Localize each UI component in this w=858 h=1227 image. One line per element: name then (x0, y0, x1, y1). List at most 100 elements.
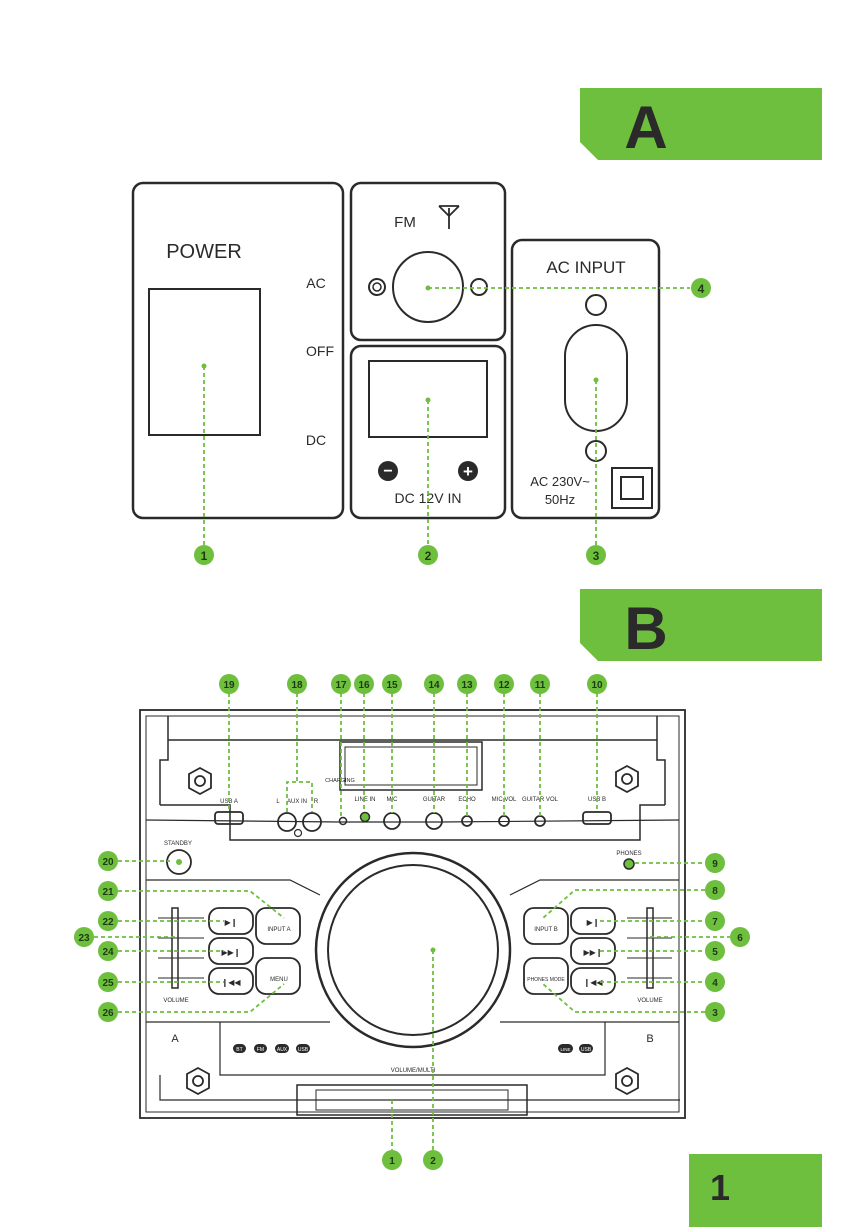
usb-icon (296, 1044, 310, 1053)
svg-text:18: 18 (291, 680, 303, 691)
svg-text:2: 2 (425, 549, 432, 563)
svg-text:INPUT B: INPUT B (534, 927, 558, 933)
switch-dc-label: DC (306, 432, 326, 448)
standby-button[interactable] (166, 849, 192, 875)
panel-b-callouts-bottom: 1 2 (382, 1150, 443, 1170)
svg-text:9: 9 (712, 859, 718, 870)
svg-text:13: 13 (461, 680, 473, 691)
svg-text:24: 24 (102, 947, 114, 958)
prev-button-b[interactable] (570, 967, 616, 995)
ac-input-panel: AC INPUT AC 230V~ 50Hz (510, 238, 661, 520)
top-controls: USB A L AUX IN R CHARGING LINE IN MIC GU… (214, 778, 612, 838)
svg-text:26: 26 (102, 1008, 114, 1019)
section-a-label: A (624, 94, 667, 161)
svg-text:VOLUME: VOLUME (163, 998, 188, 1004)
volume-slider-right[interactable] (646, 907, 654, 989)
usb-icon (579, 1044, 593, 1053)
svg-text:25: 25 (102, 978, 114, 989)
svg-text:20: 20 (102, 857, 114, 868)
svg-text:STANDBY: STANDBY (164, 841, 192, 847)
svg-text:MENU: MENU (270, 977, 288, 983)
play-pause-icon: ▶❙ (225, 918, 238, 927)
speaker-body (139, 709, 686, 1119)
panel-b-leaders (94, 693, 730, 1150)
svg-text:PHONES MODE: PHONES MODE (527, 977, 565, 983)
aux-in-right-jack[interactable] (302, 812, 322, 832)
source-indicators-right: LINE USB (558, 1044, 593, 1053)
phones-jack[interactable] (623, 858, 635, 870)
usb-a-port[interactable] (214, 811, 244, 825)
volume-multi-knob[interactable] (314, 851, 512, 1049)
switch-off-label: OFF (306, 343, 334, 359)
svg-text:15: 15 (386, 680, 398, 691)
menu-button[interactable] (255, 957, 301, 995)
page-number-tab: 1 (689, 1154, 822, 1227)
svg-text:22: 22 (102, 917, 114, 928)
panel-a-callouts: 1 2 3 4 (194, 278, 711, 565)
charging-led (338, 816, 348, 826)
ac-rating-line1: AC 230V~ (530, 474, 590, 489)
svg-text:−: − (383, 463, 392, 480)
volume-slider-left[interactable] (171, 907, 179, 989)
panel-a-leaders (201, 285, 690, 545)
svg-text:LINE IN: LINE IN (354, 797, 375, 803)
phones-mode-button[interactable] (523, 957, 569, 995)
power-title: POWER (166, 241, 242, 263)
dc-in-panel: − + DC 12V IN (349, 344, 507, 520)
svg-text:AUX IN: AUX IN (287, 799, 307, 805)
svg-text:VOLUME: VOLUME (637, 998, 662, 1004)
double-insulation-icon (611, 467, 653, 509)
svg-text:FM: FM (257, 1047, 264, 1053)
svg-text:CHARGING: CHARGING (325, 778, 355, 784)
svg-text:12: 12 (498, 680, 510, 691)
svg-text:PHONES: PHONES (616, 851, 641, 857)
antenna-icon (438, 205, 460, 229)
svg-text:VOLUME/MULTI: VOLUME/MULTI (391, 1068, 436, 1074)
svg-text:1: 1 (389, 1156, 395, 1167)
echo-knob[interactable] (461, 815, 473, 827)
switch-ac-label: AC (306, 275, 325, 291)
ac-input-title: AC INPUT (546, 258, 625, 277)
bluetooth-icon (233, 1044, 246, 1053)
svg-text:AUX: AUX (277, 1047, 288, 1053)
input-a-button[interactable] (255, 907, 301, 945)
fm-antenna-jack[interactable] (392, 251, 464, 323)
fm-icon (254, 1044, 267, 1053)
play-pause-icon: ▶❙ (587, 918, 600, 927)
section-a-tab: A (580, 88, 822, 161)
svg-text:USB: USB (581, 1047, 592, 1053)
usb-b-port[interactable] (582, 811, 612, 825)
svg-text:BT: BT (236, 1047, 242, 1053)
section-b-tab: B (580, 589, 822, 662)
input-b-button[interactable] (523, 907, 569, 945)
aux-in-left-jack[interactable] (277, 812, 297, 832)
panel-b-callouts-right: 9 8 7 6 5 4 3 (705, 853, 750, 1022)
power-switch[interactable] (148, 288, 261, 436)
side-a-label: A (171, 1033, 179, 1045)
svg-text:4: 4 (698, 282, 705, 296)
line-icon (558, 1044, 573, 1053)
fm-label: FM (394, 214, 416, 231)
svg-text:16: 16 (358, 680, 370, 691)
prev-icon: ❙◀◀ (221, 978, 241, 987)
power-panel: POWER AC OFF DC (131, 181, 345, 520)
aux-icon (275, 1044, 289, 1053)
svg-text:21: 21 (102, 887, 114, 898)
prev-button-a[interactable] (208, 967, 254, 995)
svg-text:11: 11 (535, 680, 546, 691)
svg-text:4: 4 (712, 978, 718, 989)
svg-text:1: 1 (201, 549, 208, 563)
mic-jack[interactable] (383, 812, 401, 830)
svg-text:3: 3 (593, 549, 600, 563)
svg-text:19: 19 (223, 680, 235, 691)
line-in-jack[interactable] (359, 811, 371, 823)
svg-text:6: 6 (737, 933, 743, 944)
svg-text:LINE: LINE (560, 1047, 570, 1052)
source-indicators-left: BT FM AUX USB (233, 1044, 310, 1053)
svg-text:USB: USB (298, 1047, 309, 1053)
page-number: 1 (710, 1167, 730, 1208)
middle-controls: STANDBY PHONES VOLUME/MULTI VOLUME VOLUM… (158, 841, 672, 1074)
svg-text:+: + (463, 462, 473, 481)
guitar-jack[interactable] (425, 812, 443, 830)
